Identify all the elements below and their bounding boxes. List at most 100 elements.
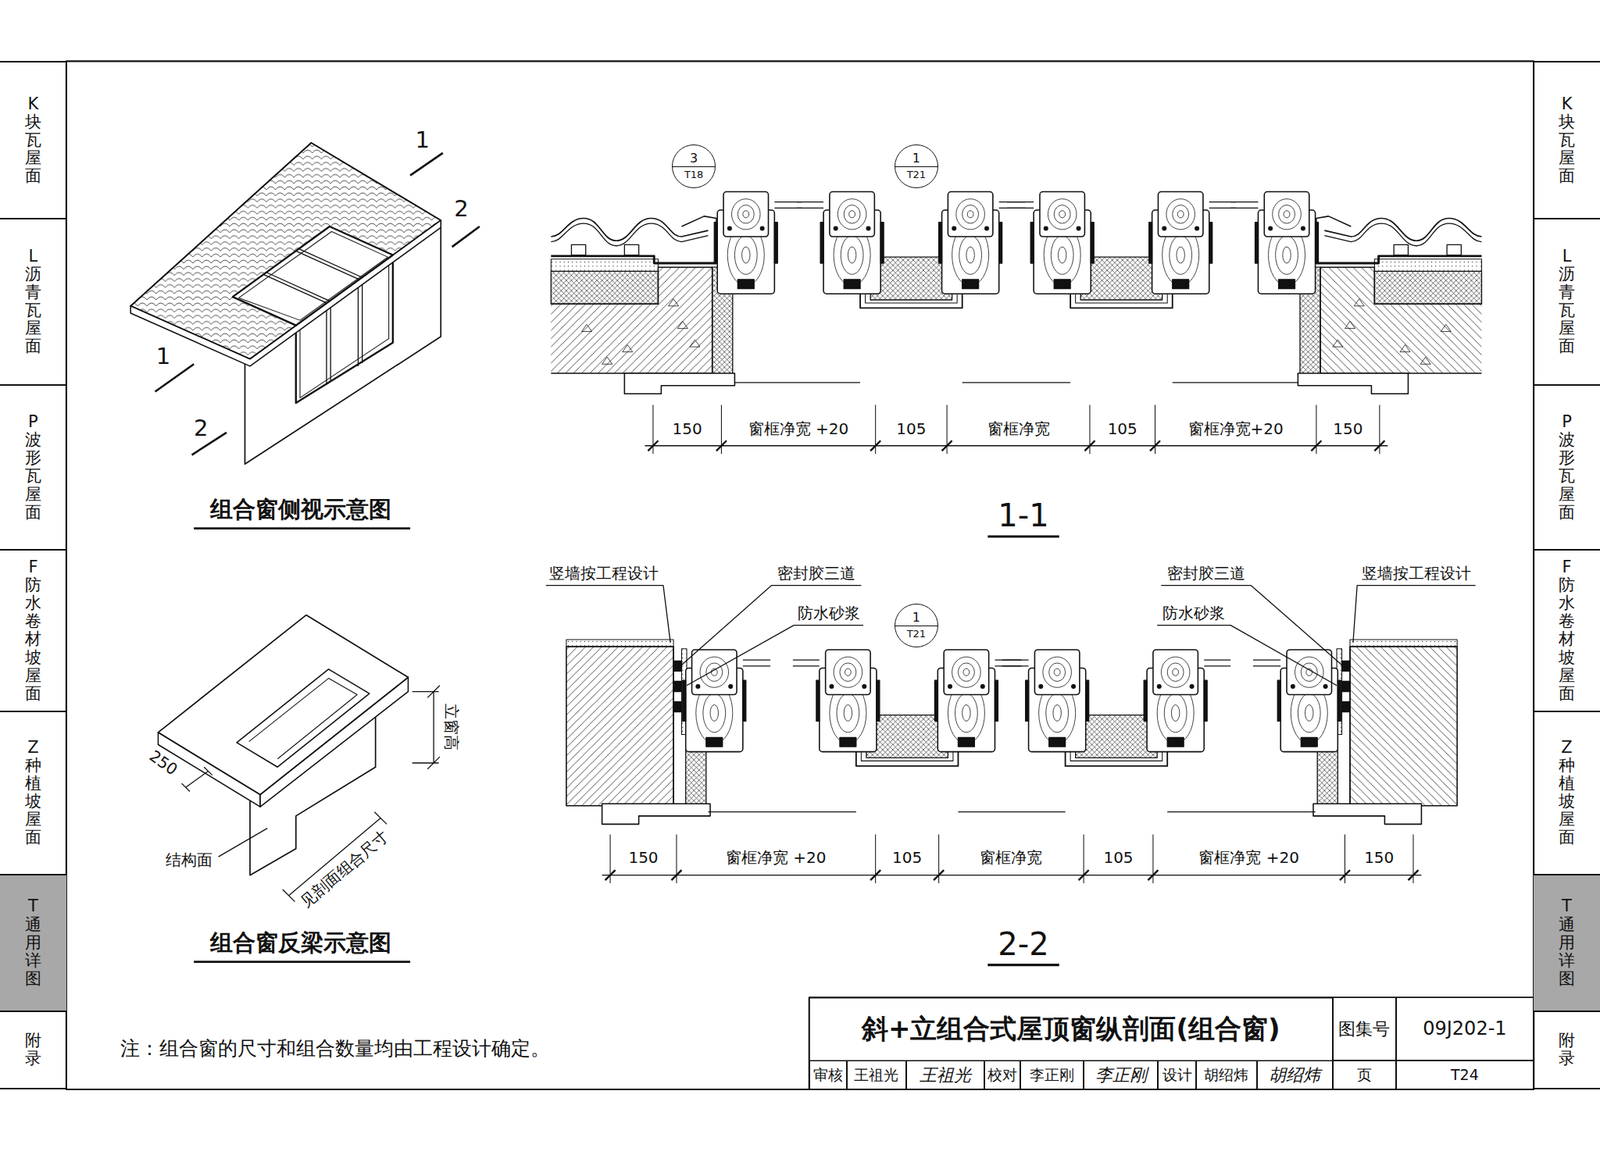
dimension-tick <box>1150 440 1161 451</box>
dimension-tick <box>942 440 953 451</box>
interior-trim <box>624 373 735 394</box>
leader-line <box>546 585 671 643</box>
wall-section <box>566 646 674 807</box>
chapter-tab: F防水卷材坡屋面 <box>1533 550 1600 712</box>
wood-grain <box>952 657 982 688</box>
callout-label: 竖墙按工程设计 <box>1361 564 1472 583</box>
screw <box>1268 226 1273 231</box>
wood-grain <box>734 235 758 275</box>
dimension-line <box>644 445 1388 447</box>
section-line <box>452 226 480 247</box>
dimension-text: 窗框净宽 +20 <box>725 849 827 868</box>
callout-label: 结构面 <box>165 851 213 870</box>
chapter-tab: L沥青瓦屋面 <box>1533 219 1600 386</box>
gasket <box>1337 680 1341 722</box>
tab-text: K块瓦屋面 <box>1558 95 1575 186</box>
roof-eave <box>130 220 441 367</box>
section-mark: 1 <box>156 343 171 370</box>
dimension-text: 150 <box>1364 849 1394 868</box>
tile-flashing <box>681 216 716 227</box>
tab-text: P波形瓦屋面 <box>1558 413 1575 522</box>
sealant-bead <box>1342 681 1350 692</box>
signature: 李正刚 <box>1095 1065 1147 1086</box>
gasket <box>994 680 998 722</box>
roof-window <box>232 226 393 326</box>
dimension-tick <box>1078 870 1090 881</box>
chapter-tab: T通用详图 <box>1533 875 1600 1013</box>
title-block-cell: 李正刚 <box>1020 1060 1084 1090</box>
screw <box>728 685 733 690</box>
callout-divider <box>895 625 938 627</box>
window-sash <box>1034 650 1079 695</box>
wood-grain <box>843 205 861 225</box>
glass-pane <box>994 660 1022 667</box>
title-block-cell: T24 <box>1396 1060 1534 1090</box>
dimension-line <box>412 685 440 770</box>
wood-grain <box>967 210 974 218</box>
dimension-tick <box>671 870 682 881</box>
tab-text: P波形瓦屋面 <box>25 413 42 522</box>
wood-grain <box>1164 693 1187 733</box>
dimension-text: 窗框净宽 <box>987 419 1050 438</box>
callout-label: 防水砂浆 <box>1162 603 1225 622</box>
gasket <box>1090 222 1094 264</box>
leader-line <box>1353 585 1476 643</box>
dimension-tick <box>1339 870 1350 881</box>
wood-grain <box>1050 235 1074 275</box>
screw <box>1301 226 1306 231</box>
note-text: 注：组合窗的尺寸和组合数量均由工程设计确定。 <box>120 1037 550 1061</box>
wood-grain <box>833 657 863 688</box>
chapter-tab: 附录 <box>0 1012 67 1090</box>
beam-top <box>157 615 408 796</box>
sheet-number: T21 <box>907 169 926 181</box>
screw <box>1039 685 1043 690</box>
wood-grain <box>706 663 723 683</box>
cell-text: 审核 <box>813 1067 843 1085</box>
seal-strip <box>962 279 979 290</box>
tab-text: F防水卷材坡屋面 <box>25 558 42 704</box>
art-group <box>66 60 1534 1090</box>
gasket <box>1315 222 1319 264</box>
section-edge <box>1230 192 1482 395</box>
window-sash <box>829 192 875 237</box>
detail-number: 3 <box>689 151 698 166</box>
section-mark: 1 <box>415 128 430 154</box>
gasket <box>816 680 820 722</box>
gasket <box>880 222 884 264</box>
glass-pane <box>796 202 824 209</box>
wood-grain <box>731 199 761 230</box>
wood-grain <box>843 705 852 722</box>
wood-grain <box>1167 663 1184 683</box>
cell-text: 校对 <box>987 1067 1018 1085</box>
wall-finish <box>1350 639 1458 647</box>
section-2-2 <box>566 639 1458 825</box>
gasket <box>820 222 824 264</box>
detail-callout: 1T21 <box>894 603 939 648</box>
seal-strip <box>1300 737 1318 747</box>
window-sash <box>1286 650 1332 695</box>
wall-section <box>1350 646 1458 807</box>
wood-grain <box>956 199 986 230</box>
chapter-tab: T通用详图 <box>0 875 67 1013</box>
glass-pane <box>1002 660 1029 667</box>
wood-grain <box>710 705 718 722</box>
wood-grain <box>1305 705 1314 722</box>
gasket <box>1030 222 1034 264</box>
reverse-beam-sketch <box>157 615 440 963</box>
seal-strip <box>957 737 975 747</box>
signature: 王祖光 <box>919 1065 972 1086</box>
mortar-layer <box>1374 259 1482 272</box>
caption-underline <box>193 527 411 530</box>
chapter-tab: K块瓦屋面 <box>0 60 67 219</box>
aggregate-mark <box>1353 299 1365 307</box>
dimension-tick <box>716 440 727 451</box>
glass-pane <box>1230 202 1258 209</box>
gasket <box>876 680 880 722</box>
wood-grain <box>836 693 860 733</box>
wood-grain <box>962 705 971 722</box>
leader-line <box>1157 625 1337 686</box>
wood-grain <box>1053 205 1071 225</box>
dimension-line <box>602 875 1422 876</box>
wood-grain <box>1049 663 1066 683</box>
window-sash <box>943 650 989 695</box>
